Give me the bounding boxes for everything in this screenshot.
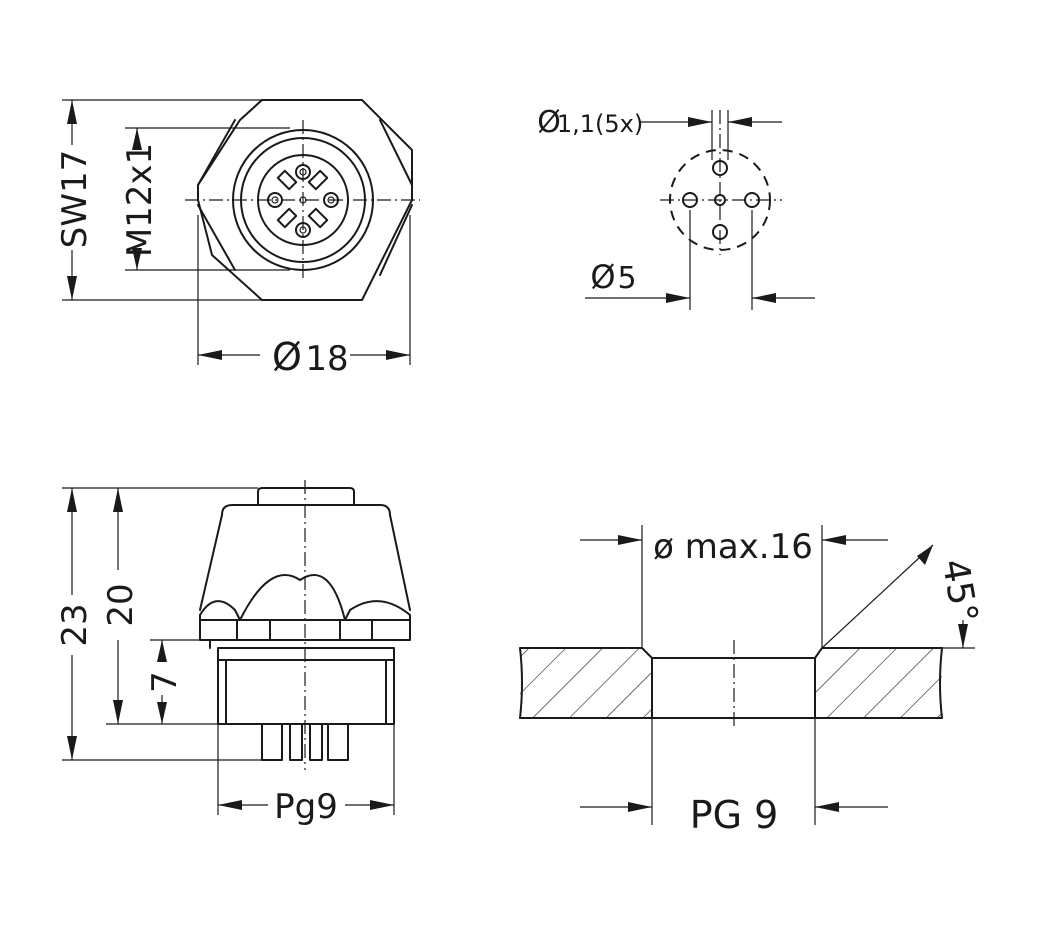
m12x1-label: M12x1	[120, 143, 160, 257]
height-7-label: 7	[145, 671, 185, 693]
pin-layout-view: Ø 1,1(5x) Ø 5	[537, 105, 815, 310]
dia18-symbol: Ø	[272, 335, 302, 379]
top-cap	[257, 487, 355, 506]
pin-hole-label: 1,1(5x)	[557, 110, 643, 138]
cone-body	[221, 504, 411, 611]
pin-hole-dia-symbol: Ø	[537, 105, 561, 140]
side-view: 23 20 7 Pg9	[55, 480, 411, 827]
dia18-label: 18	[305, 339, 348, 379]
front-view: SW17 M12x1 Ø 18	[55, 99, 420, 379]
hex-nut-facets	[197, 119, 413, 276]
height-20-label: 20	[101, 583, 141, 626]
thread-body	[217, 647, 395, 725]
solder-pins	[261, 723, 349, 761]
angle-label: 45°	[934, 556, 985, 626]
thread-pg9-label: Pg9	[274, 787, 338, 827]
max-dia-label: ø max.16	[653, 527, 813, 567]
panel-cutout-view: ø max.16 45° PG 9	[519, 525, 985, 837]
panel-thread-label: PG 9	[690, 793, 779, 837]
height-23-label: 23	[55, 603, 95, 646]
pitch-label: 5	[617, 261, 636, 296]
pitch-dia-symbol: Ø	[590, 258, 615, 296]
sw17-label: SW17	[55, 150, 95, 248]
nut-scallops	[199, 574, 411, 641]
